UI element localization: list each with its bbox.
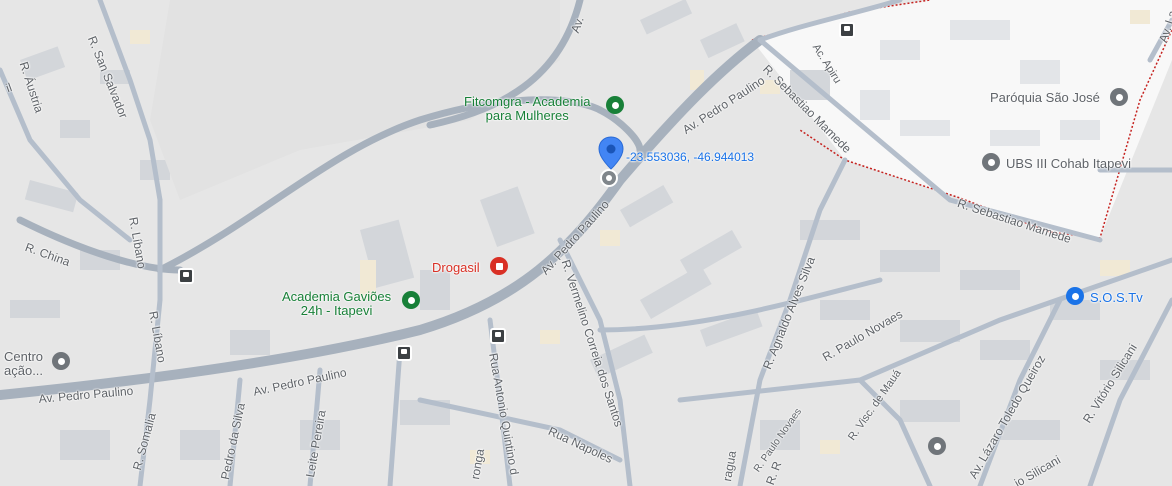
poi-sos-tv[interactable]: S.O.S.Tv bbox=[1090, 290, 1143, 305]
poi-ubs[interactable]: UBS III Cohab Itapevi bbox=[1006, 156, 1132, 171]
poi-drogasil[interactable]: Drogasil bbox=[432, 260, 480, 275]
poi-paroquia[interactable]: Paróquia São José bbox=[990, 90, 1100, 105]
poi-centro[interactable]: Centro ação... bbox=[4, 349, 44, 378]
school-icon[interactable] bbox=[52, 352, 70, 370]
poi-academia-gavioes[interactable]: Academia Gaviões 24h - Itapevi bbox=[282, 289, 392, 318]
bus-stop-icon[interactable] bbox=[396, 345, 412, 361]
location-pin-icon[interactable] bbox=[598, 136, 624, 170]
church-icon[interactable] bbox=[1110, 88, 1128, 106]
gym-icon[interactable] bbox=[402, 291, 420, 309]
bus-stop-icon[interactable] bbox=[490, 328, 506, 344]
pharmacy-icon[interactable] bbox=[490, 257, 508, 275]
poi-fitcomgra[interactable]: Fitcomgra - Academia para Mulheres bbox=[464, 94, 591, 123]
school-icon[interactable] bbox=[928, 437, 946, 455]
bus-stop-icon[interactable] bbox=[839, 22, 855, 38]
pin-coordinates: -23.553036, -46.944013 bbox=[626, 150, 755, 164]
gym-icon[interactable] bbox=[606, 96, 624, 114]
shop-icon[interactable] bbox=[1066, 287, 1084, 305]
bus-stop-icon[interactable] bbox=[178, 268, 194, 284]
hospital-icon[interactable] bbox=[982, 153, 1000, 171]
